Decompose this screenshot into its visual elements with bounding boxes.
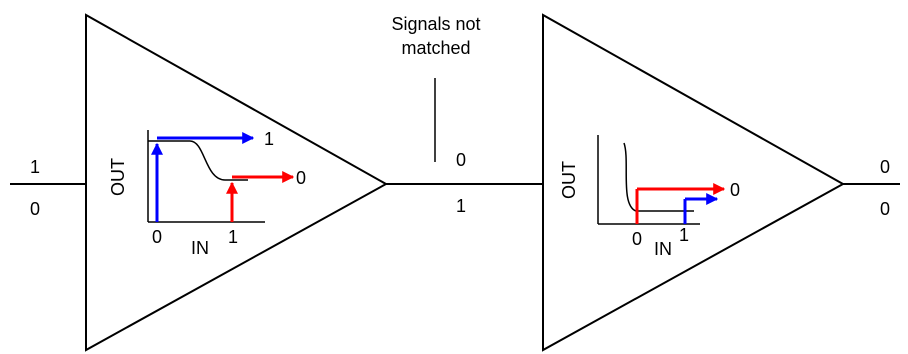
inverter-1-triangle xyxy=(85,13,389,352)
stage1-transfer-plot: OUT IN 0 1 1 0 xyxy=(108,129,306,258)
output-value-top: 0 xyxy=(880,157,890,177)
stage1-tick-1: 1 xyxy=(228,227,238,247)
stage1-xlabel: IN xyxy=(191,238,209,258)
middle-value-bottom: 1 xyxy=(456,196,466,216)
stage2-out-label: 0 xyxy=(730,180,740,200)
stage2-tick-1: 1 xyxy=(679,225,689,245)
input-value-top: 1 xyxy=(30,157,40,177)
stage1-out-low-label: 0 xyxy=(296,168,306,188)
stage2-xlabel: IN xyxy=(654,239,672,259)
stage1-tick-0: 0 xyxy=(152,227,162,247)
annotation-line-2: matched xyxy=(401,38,470,58)
input-value-bottom: 0 xyxy=(30,199,40,219)
middle-value-top: 0 xyxy=(456,150,466,170)
stage2-tick-0: 0 xyxy=(632,229,642,249)
inverter-2-triangle xyxy=(542,13,846,352)
output-value-bottom: 0 xyxy=(880,199,890,219)
stage2-ylabel: OUT xyxy=(559,161,579,199)
stage2-transfer-curve xyxy=(623,142,694,212)
stage2-transfer-plot: OUT IN 0 1 0 xyxy=(559,135,740,259)
stage1-transfer-curve xyxy=(148,140,248,181)
stage1-ylabel: OUT xyxy=(108,158,128,196)
stage1-out-high-label: 1 xyxy=(264,129,274,149)
annotation-line-1: Signals not xyxy=(391,14,480,34)
